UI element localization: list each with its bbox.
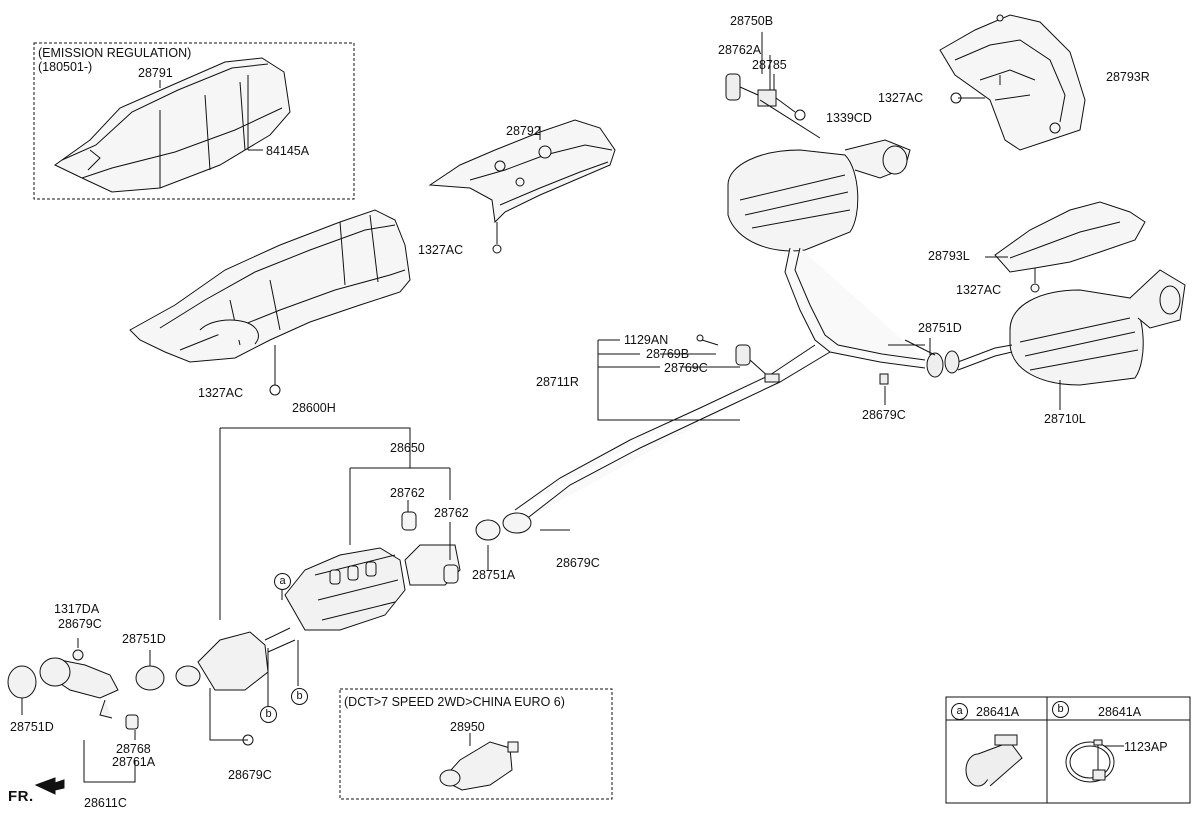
label-28792: 28792 xyxy=(506,124,541,138)
label-1129AN: 1129AN xyxy=(624,333,669,347)
label-84145A: 84145A xyxy=(266,144,310,158)
hanger-28750B xyxy=(725,73,821,139)
label-28769C: 28769C xyxy=(664,361,708,375)
label-28762-upper: 28762 xyxy=(390,486,425,500)
clamp-a-28641A xyxy=(965,734,1023,787)
label-28768: 28768 xyxy=(116,742,151,756)
rear-muffler-28710L xyxy=(1009,269,1186,386)
label-28751A: 28751A xyxy=(472,568,516,582)
dct-catalytic-28950 xyxy=(439,741,519,791)
flex-pipe-section xyxy=(401,511,532,586)
resonator-28650 xyxy=(284,547,406,631)
marker-b-left: b xyxy=(260,706,277,723)
rear-muffler-top xyxy=(727,139,911,252)
heat-shield-28791 xyxy=(54,57,291,193)
emission-box-subtitle: (180501-) xyxy=(38,60,93,74)
label-28751D-mid: 28751D xyxy=(122,632,166,646)
callout-b-part: 28641A xyxy=(1098,705,1142,719)
label-28751D-rear: 28751D xyxy=(918,321,962,335)
label-28751D-left: 28751D xyxy=(10,720,54,734)
emission-box-title: (EMISSION REGULATION) xyxy=(38,46,192,60)
heat-shield-front xyxy=(129,209,411,363)
label-28791: 28791 xyxy=(138,66,173,80)
label-1327AC-front: 1327AC xyxy=(198,386,244,400)
label-28679C-mid: 28679C xyxy=(556,556,600,570)
label-28679C-bottom: 28679C xyxy=(228,768,272,782)
callout-a-marker: a xyxy=(951,703,968,720)
label-28762-lower: 28762 xyxy=(434,506,469,520)
front-pipe-28611C xyxy=(7,649,139,730)
label-28793L: 28793L xyxy=(928,249,970,263)
catalytic-converter xyxy=(135,627,296,691)
label-1123AP: 1123AP xyxy=(1124,740,1168,754)
label-28679C-left: 28679C xyxy=(58,617,102,631)
label-28710L: 28710L xyxy=(1044,412,1086,426)
label-1339CD: 1339CD xyxy=(826,111,872,125)
dct-box-frame xyxy=(339,688,613,800)
label-28650: 28650 xyxy=(390,441,425,455)
label-1327AC-top-right: 1327AC xyxy=(878,91,924,105)
label-28761A: 28761A xyxy=(112,755,156,769)
emission-box-frame xyxy=(33,42,355,200)
marker-b-right: b xyxy=(291,688,308,705)
heat-shield-28793L xyxy=(994,201,1146,293)
label-28711R: 28711R xyxy=(536,375,579,389)
label-28679C-rear: 28679C xyxy=(862,408,906,422)
label-28611C: 28611C xyxy=(84,796,127,810)
label-1327AC-mid: 1327AC xyxy=(418,243,464,257)
label-28762A: 28762A xyxy=(718,43,762,57)
heat-shield-28792 xyxy=(428,119,616,224)
label-28600H: 28600H xyxy=(292,401,336,415)
center-pipe xyxy=(514,247,1013,521)
callout-a-part: 28641A xyxy=(976,705,1020,719)
dct-box-title: (DCT>7 SPEED 2WD>CHINA EURO 6) xyxy=(344,695,565,709)
label-28793R: 28793R xyxy=(1106,70,1150,84)
label-1317DA: 1317DA xyxy=(54,602,100,616)
label-28785: 28785 xyxy=(752,58,787,72)
label-28950: 28950 xyxy=(450,720,485,734)
marker-a: a xyxy=(274,573,291,590)
label-28769B: 28769B xyxy=(646,347,690,361)
front-arrow-icon xyxy=(34,777,65,795)
callout-table-frame xyxy=(945,696,1191,804)
label-1327AC-right: 1327AC xyxy=(956,283,1002,297)
label-28750B: 28750B xyxy=(730,14,774,28)
front-direction-label: FR. xyxy=(8,788,34,805)
callout-b-marker: b xyxy=(1052,701,1069,718)
clamp-b-28641A xyxy=(1065,739,1115,783)
heat-shield-28793R xyxy=(939,14,1086,151)
